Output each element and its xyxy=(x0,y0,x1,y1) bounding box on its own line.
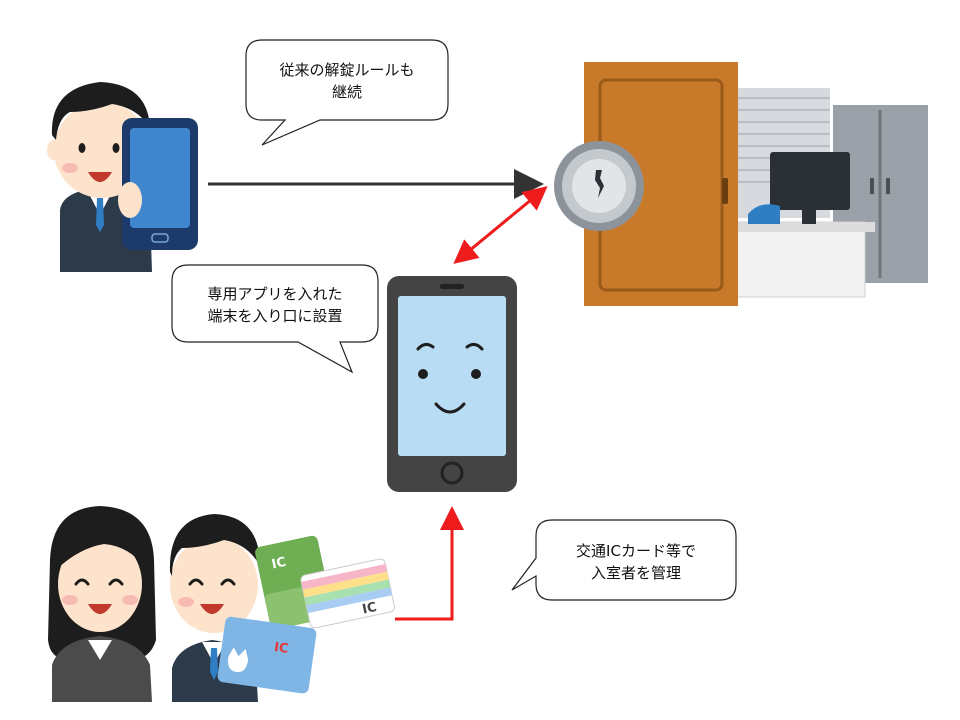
bubble-bottom: 交通ICカード等で 入室者を管理 xyxy=(511,519,737,601)
bubble-middle-line1: 専用アプリを入れた xyxy=(207,285,342,303)
arrow-cards-to-device xyxy=(395,506,464,621)
bubble-middle-line2: 端末を入り口に設置 xyxy=(207,307,342,325)
ic-card-pastel: IC xyxy=(300,558,395,629)
smartphone-face-icon xyxy=(387,276,517,492)
office-room-icon xyxy=(734,88,928,298)
ic-card-blue-label: IC xyxy=(273,640,289,657)
ic-card-blue: IC xyxy=(217,616,317,694)
ic-card-pastel-label: IC xyxy=(361,600,378,618)
businessman-with-phone-icon xyxy=(47,82,198,272)
ic-card-green-label: IC xyxy=(270,555,287,573)
bubble-top: 従来の解錠ルールも 継続 xyxy=(245,39,449,146)
bubble-top-line2: 継続 xyxy=(332,83,362,101)
knob-lock-icon xyxy=(554,141,644,231)
arrow-device-lock xyxy=(453,186,548,264)
bubble-bottom-line1: 交通ICカード等で xyxy=(576,542,696,560)
businesswoman-icon xyxy=(48,506,156,702)
bubble-top-line1: 従来の解錠ルールも xyxy=(279,61,414,79)
businessman-with-cards-icon xyxy=(169,514,260,702)
bubble-bottom-line2: 入室者を管理 xyxy=(591,564,681,582)
bubble-middle: 専用アプリを入れた 端末を入り口に設置 xyxy=(171,264,379,374)
